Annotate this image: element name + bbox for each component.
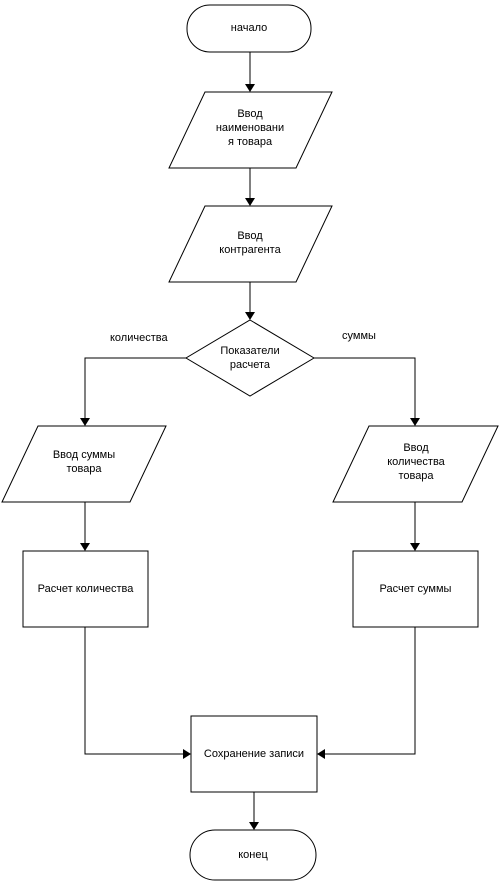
calc-sum-label: Расчет суммы <box>379 583 452 595</box>
save-label: Сохранение записи <box>203 748 305 760</box>
input-quantity-label: Ввод количества товара <box>387 442 445 482</box>
arrowhead <box>317 749 325 759</box>
start-terminator <box>186 4 312 53</box>
input-sum-parallelogram <box>1 425 167 503</box>
arrowhead <box>183 749 191 759</box>
arrowhead <box>410 543 420 551</box>
input-sum-label: Ввод суммы товара <box>52 449 116 475</box>
arrowhead <box>249 822 259 830</box>
start-label: начало <box>230 22 268 34</box>
branch-label-left: количества <box>110 332 168 344</box>
end-label: конец <box>238 849 268 861</box>
arrowhead <box>80 543 90 551</box>
arrowhead <box>410 418 420 426</box>
save-process <box>190 715 318 793</box>
arrowhead <box>80 418 90 426</box>
arrowhead <box>245 198 255 206</box>
branch-label-right: суммы <box>342 330 376 342</box>
input-name-label: Ввод наименовани я товара <box>215 108 285 148</box>
connector-calc-sum-to-save <box>325 627 416 755</box>
input-quantity-parallelogram <box>332 425 499 503</box>
connector-decision-to-sum-input <box>84 357 186 418</box>
calc-quantity-label: Расчет количества <box>37 583 134 595</box>
arrowhead <box>245 84 255 92</box>
calc-sum-process <box>352 550 479 628</box>
arrowhead <box>245 312 255 320</box>
connector-calc-quantity-to-save <box>84 627 183 755</box>
decision-diamond <box>185 319 315 397</box>
input-name-parallelogram <box>168 91 333 169</box>
end-terminator <box>189 829 317 881</box>
calc-quantity-process <box>22 550 149 628</box>
decision-label: Показатели расчета <box>220 345 280 371</box>
input-counterparty-label: Ввод контрагента <box>219 230 281 256</box>
input-counterparty-parallelogram <box>168 205 333 283</box>
connector-decision-to-quantity-input <box>314 357 416 418</box>
